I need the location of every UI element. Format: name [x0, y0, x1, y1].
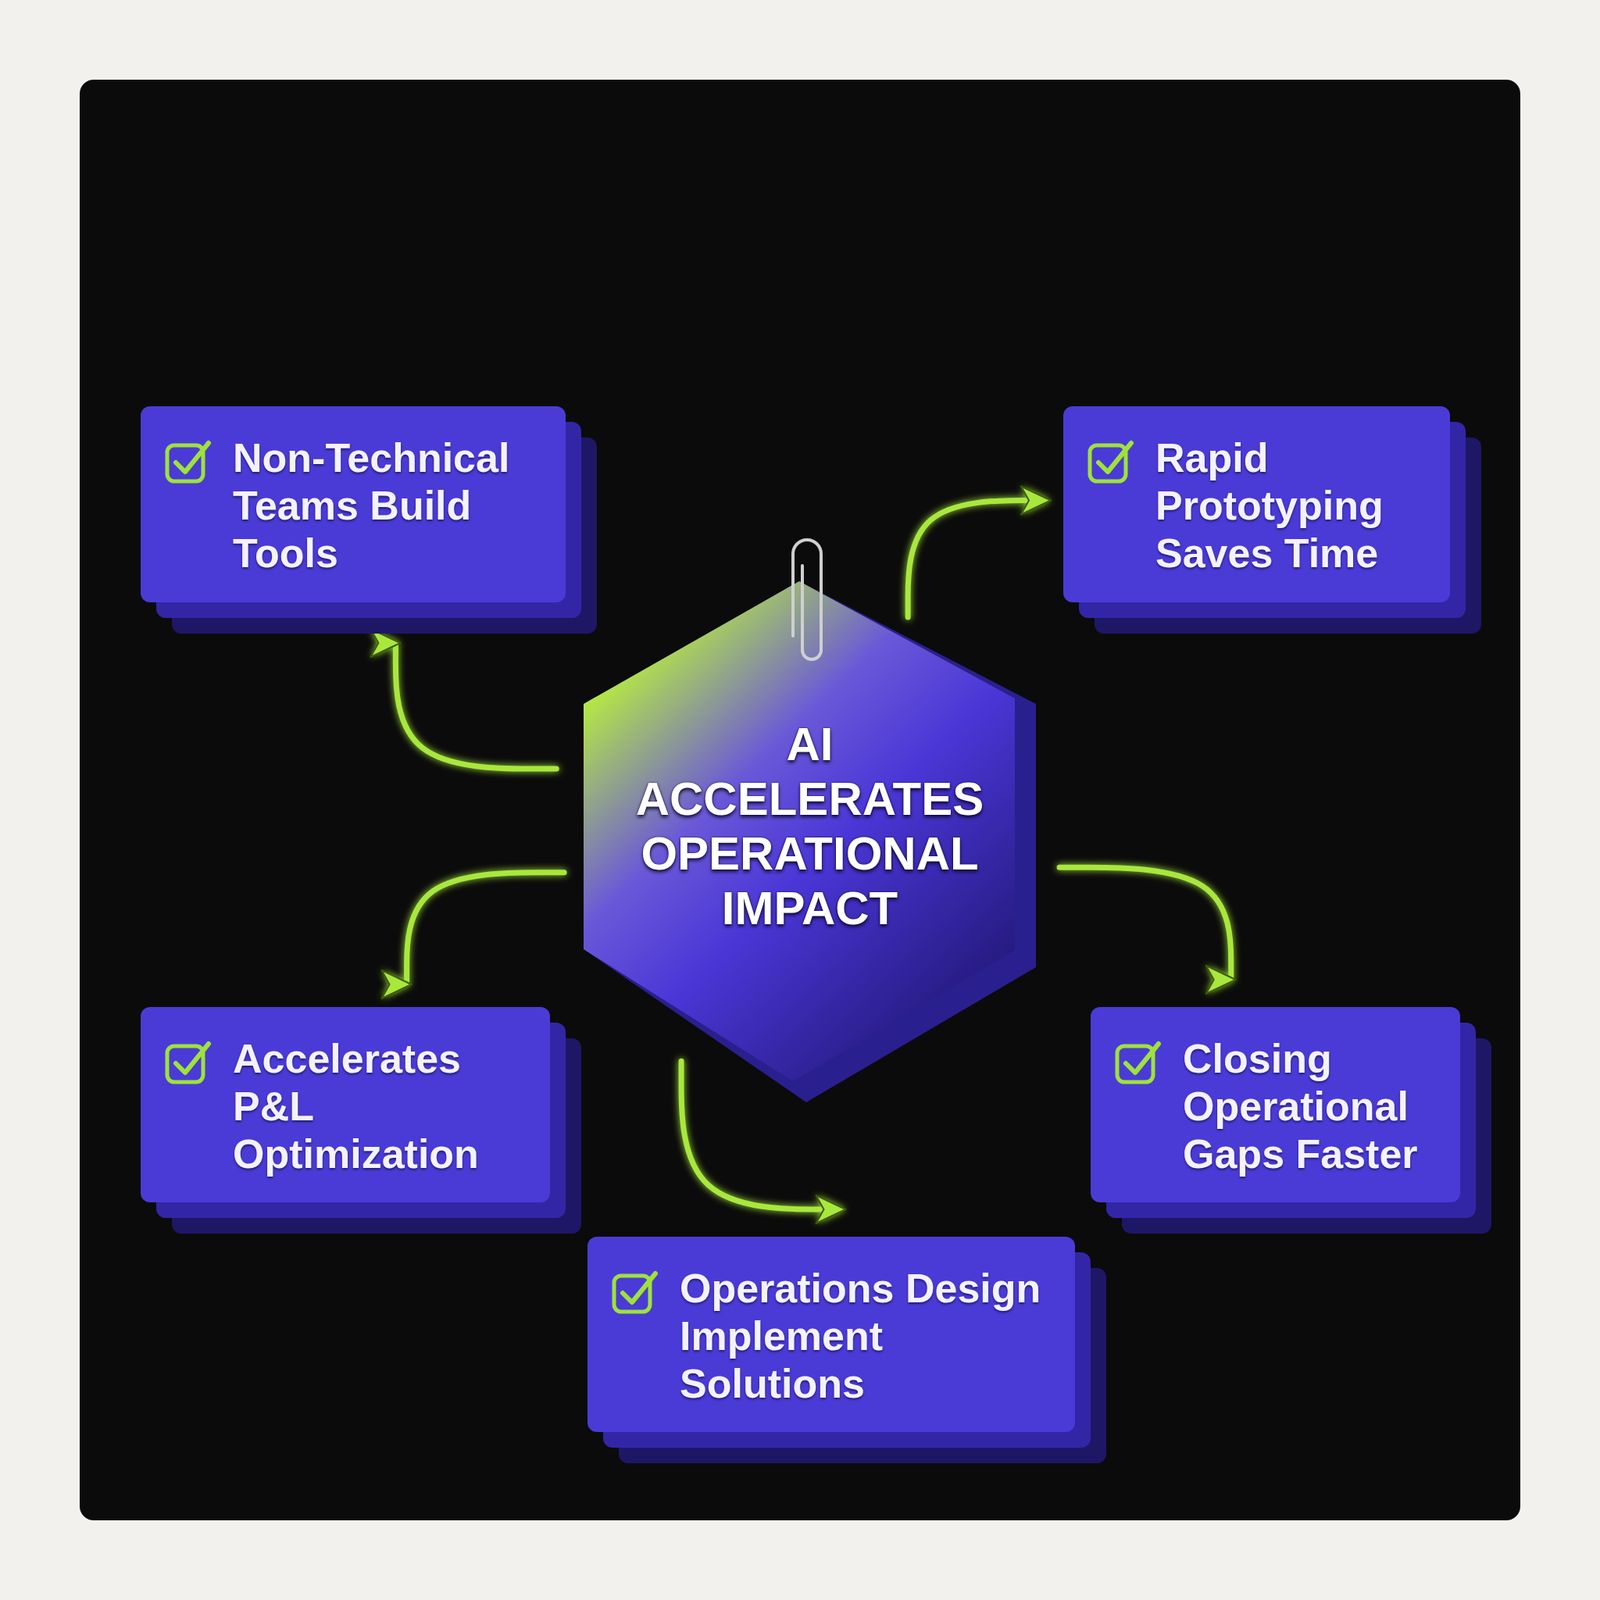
- curved-arrow: [907, 500, 1047, 618]
- check-icon: [1086, 437, 1136, 486]
- outcome-card: Closing Operational Gaps Faster: [1090, 1007, 1461, 1203]
- curved-arrow: [407, 872, 565, 985]
- check-icon: [164, 1038, 213, 1087]
- card-label: Rapid Prototyping Saves Time: [1155, 406, 1430, 578]
- card-label: Accelerates P&L Optimization: [232, 1007, 530, 1179]
- card-label: Closing Operational Gaps Faster: [1182, 1007, 1440, 1179]
- outcome-card: Operations Design Implement Solutions: [587, 1236, 1075, 1433]
- hexagon-face: [583, 581, 1015, 1082]
- hub-text-wrap: AI ACCELERATES OPERATIONAL IMPACT: [583, 581, 1036, 1103]
- curved-arrow: [395, 642, 557, 769]
- card-label: Operations Design Implement Solutions: [679, 1236, 1055, 1408]
- curved-arrow: [1059, 867, 1232, 980]
- outcome-card: Accelerates P&L Optimization: [140, 1007, 550, 1203]
- paperclip: [792, 539, 822, 660]
- hub-title: AI ACCELERATES OPERATIONAL IMPACT: [622, 717, 998, 936]
- card-label: Non-Technical Teams Build Tools: [232, 406, 546, 578]
- check-icon: [164, 437, 213, 486]
- hexagon-hub: AI ACCELERATES OPERATIONAL IMPACT: [583, 581, 1036, 1103]
- outcome-card: Non-Technical Teams Build Tools: [140, 406, 566, 603]
- check-icon: [610, 1267, 660, 1317]
- outcome-card: Rapid Prototyping Saves Time: [1063, 406, 1450, 603]
- check-icon: [1114, 1038, 1163, 1087]
